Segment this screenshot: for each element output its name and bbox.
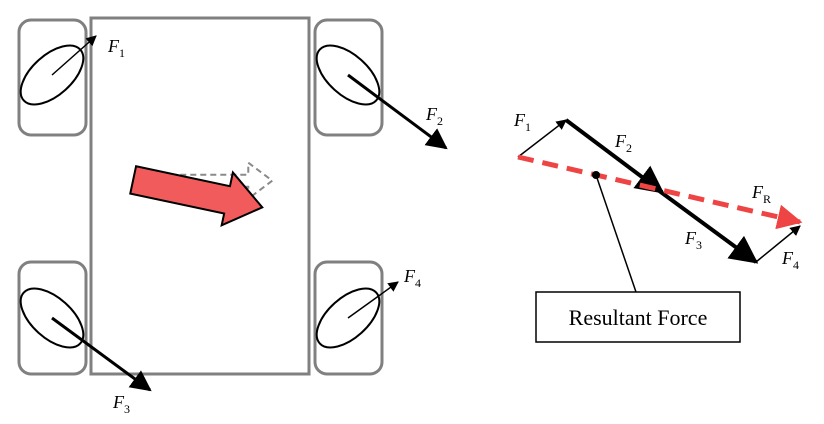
label-vector-f4: F4 [781, 248, 799, 272]
force-arrow-f1 [51, 35, 97, 76]
force-arrow-f2 [347, 73, 448, 150]
label-wheel-f4: F4 [403, 266, 421, 290]
label-vector-f1: F1 [513, 110, 531, 134]
label-vector-f2: F2 [614, 131, 632, 155]
label-vector-f3: F3 [684, 228, 702, 252]
resultant-label-box [535, 291, 741, 343]
vector-f4 [755, 225, 801, 263]
force-arrow-f4 [347, 281, 399, 319]
resultant-leader-line [595, 174, 637, 293]
label-vector-fr: FR [751, 182, 771, 206]
wheel-housing-front-right [313, 18, 384, 137]
vector-f1 [517, 119, 567, 158]
wheel-rear-left [19, 287, 85, 349]
vector-f3 [656, 188, 759, 264]
label-wheel-f2: F2 [425, 104, 443, 128]
direction-arrow-icon [129, 160, 274, 228]
vector-diagram: Resultant Force F1 F2 F3 F4 FR [513, 110, 803, 343]
wheel-front-right [315, 44, 381, 106]
wheel-housing-front-left [17, 18, 88, 137]
vector-f2 [564, 118, 665, 194]
resultant-label-text: Resultant Force [569, 305, 708, 330]
wheel-rear-right [315, 287, 381, 349]
force-arrow-f3 [51, 316, 152, 392]
direction-arrow-shape [129, 165, 264, 228]
label-wheel-f1: F1 [107, 36, 125, 60]
label-wheel-f3: F3 [112, 392, 130, 416]
robot-chassis [89, 16, 311, 376]
